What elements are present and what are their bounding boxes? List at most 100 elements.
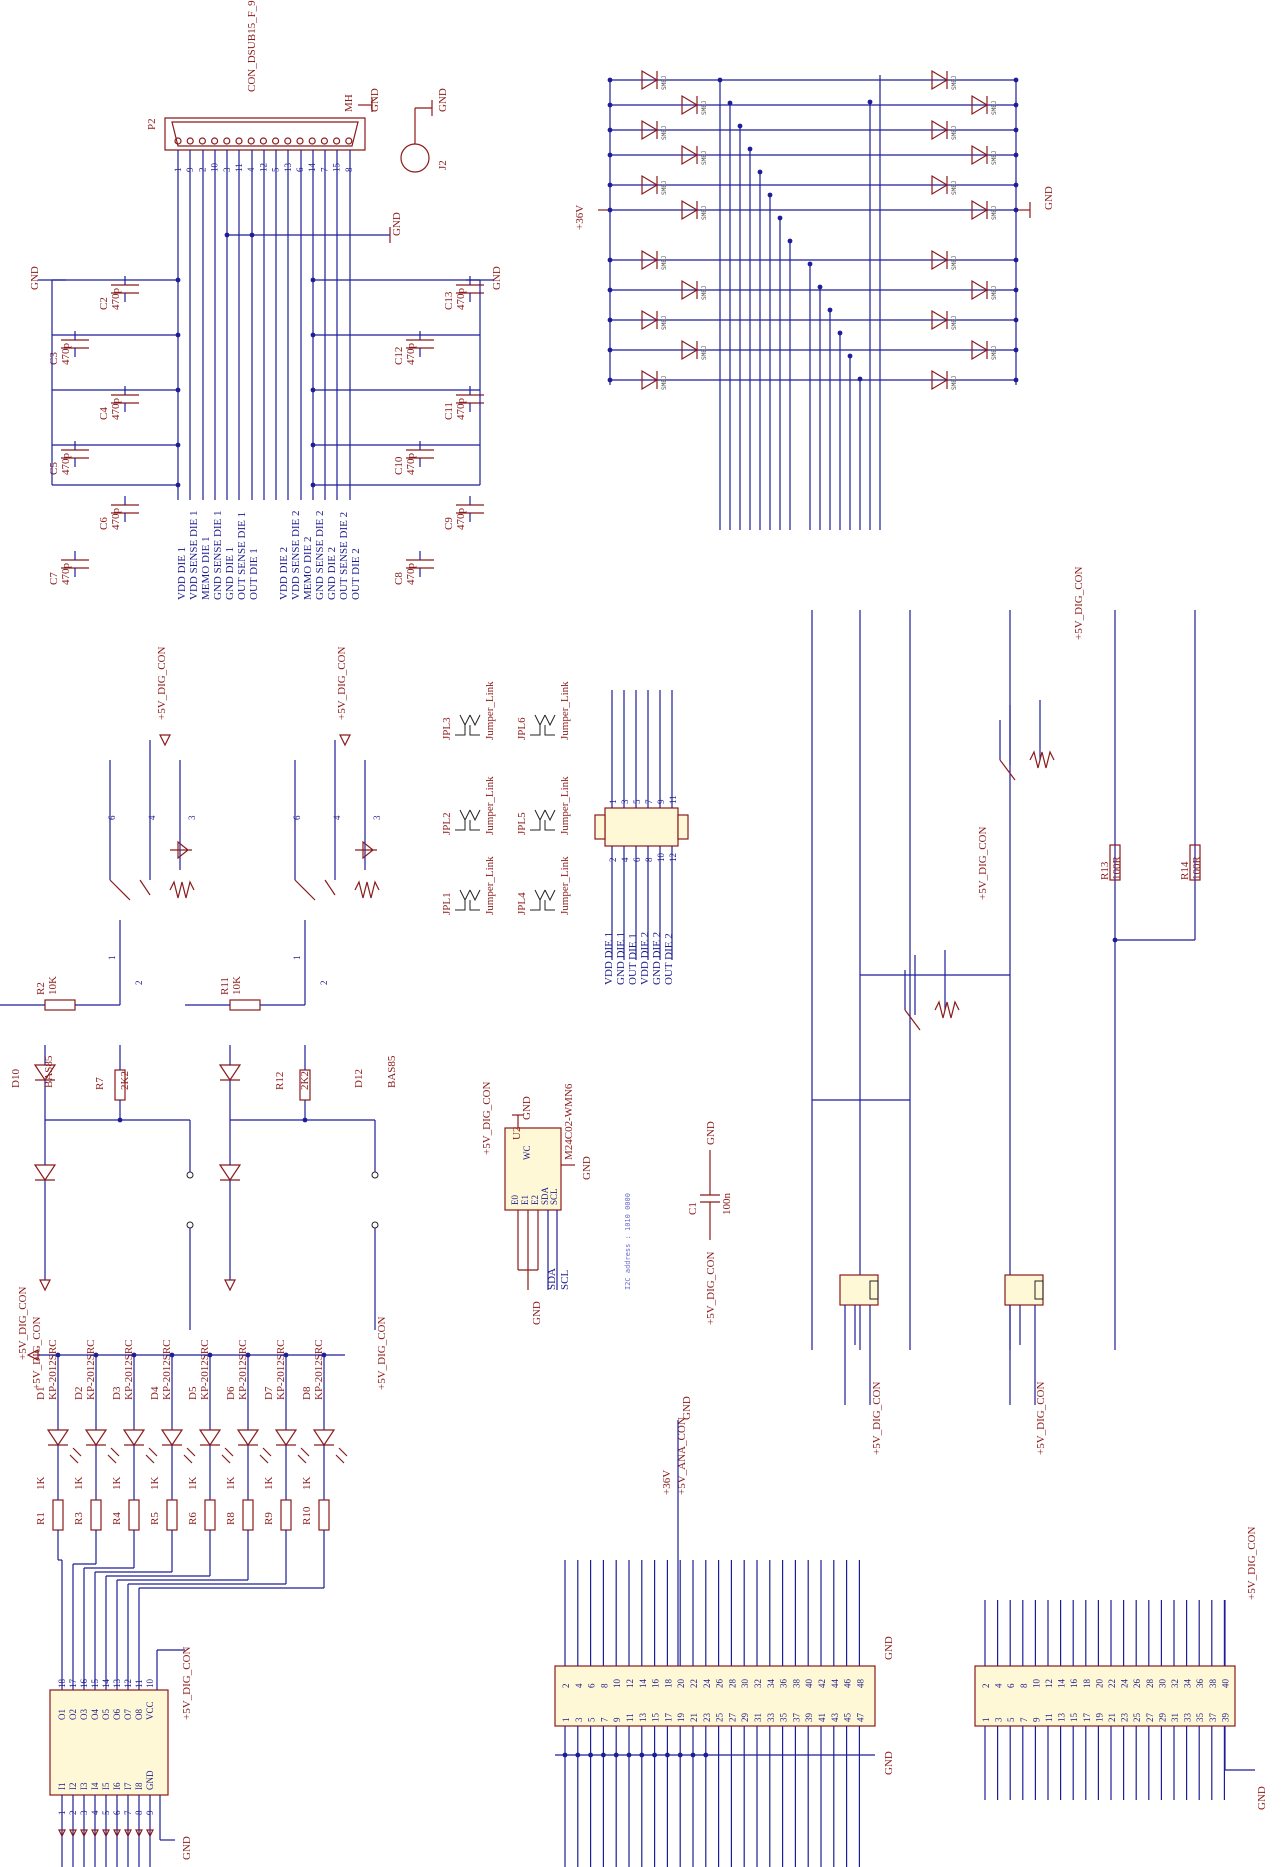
conn48-even-26: 26: [715, 1679, 725, 1689]
conn48-odd-3: 3: [574, 1717, 584, 1722]
header-pin-12: 12: [668, 853, 678, 862]
led-val-D5: KP-2012SRC: [199, 1339, 211, 1400]
input-arrow: [124, 1829, 132, 1838]
diode-label: SMBJ: [991, 286, 998, 300]
diode-label: SMBJ: [701, 286, 708, 300]
u1-outpin-4: 14: [101, 1679, 111, 1689]
junction-dot: [607, 182, 613, 188]
dsub-pin-1: [174, 137, 182, 145]
dsub-connector-block: P2 CON_DSUB15_F_90 MH GND J2 GND: [146, 0, 449, 173]
diode-symbol: [641, 174, 659, 196]
diode-label: SMBJ: [951, 181, 958, 195]
led-symbol: [218, 1164, 242, 1182]
j2-ref: J2: [437, 160, 449, 170]
conn40-supply: +5V_DIG_CON: [1246, 1527, 1258, 1600]
diode-label: SMBJ: [661, 76, 668, 90]
resistor: [1189, 844, 1201, 881]
eeprom-part: M24C02-WMN6: [563, 1083, 575, 1160]
conn48-odd-31: 31: [753, 1713, 763, 1722]
res-val-R10: 1K: [301, 1477, 313, 1491]
res-val-R8: 1K: [225, 1477, 237, 1491]
junction-dot: [1013, 347, 1019, 353]
relay-pin: 6: [107, 815, 117, 820]
diode-symbol: [681, 144, 699, 166]
dsub-pin-14: [308, 137, 316, 145]
conn48-gnd-1: GND: [681, 1396, 693, 1420]
led-symbol: [312, 1429, 336, 1447]
led-ref-D5: D5: [187, 1386, 199, 1400]
header-pin-2: 2: [608, 858, 618, 863]
conn48-even-32: 32: [753, 1679, 763, 1688]
cap-val-C4: 470p: [110, 398, 122, 421]
input-arrow: [80, 1829, 88, 1838]
junction-dot: [310, 482, 316, 488]
u1-out-O1: O1: [57, 1709, 67, 1720]
cap-ref-C2: C2: [98, 297, 110, 310]
u1-outpin-3: 15: [90, 1679, 100, 1689]
eeprom-pin-sda: SDA: [540, 1186, 550, 1205]
res-ref-R5: R5: [149, 1512, 161, 1525]
header-pin-11: 11: [668, 795, 678, 804]
r14-val: 100R: [1191, 856, 1203, 881]
jumper-val-JPL2: Jumper_Link: [484, 776, 496, 835]
header-net-0: VDD DIE 1: [603, 932, 615, 985]
conn40-odd-5: 5: [1006, 1717, 1016, 1722]
conn40-even-38: 38: [1208, 1679, 1218, 1689]
conn48-even-2: 2: [561, 1684, 571, 1689]
jumper-link: [530, 725, 555, 736]
conn48-supply-36v: +36V: [661, 1470, 673, 1495]
jumper-val-JPL6: Jumper_Link: [559, 681, 571, 740]
led-symbol: [33, 1164, 57, 1182]
relay-coil: [354, 880, 380, 899]
cap-val-C3: 470p: [60, 343, 72, 366]
conn40-even-30: 30: [1157, 1679, 1167, 1689]
conn40-even-26: 26: [1132, 1679, 1142, 1689]
conn40-odd-29: 29: [1157, 1713, 1167, 1723]
diode-label: SMBJ: [951, 316, 958, 330]
conn40-even-6: 6: [1006, 1683, 1016, 1688]
resistor: [128, 1499, 140, 1531]
conn48-supply-5v: +5V_ANA_CON: [676, 1417, 688, 1495]
diode-label: SMBJ: [991, 206, 998, 220]
junction-dot: [857, 376, 863, 382]
junction-dot: [665, 1752, 670, 1758]
conn48-odd-23: 23: [702, 1713, 712, 1723]
junction-dot: [1112, 937, 1118, 943]
conn48-odd-27: 27: [727, 1713, 737, 1723]
diode-symbol: [641, 119, 659, 141]
sda-net: SDA: [546, 1268, 558, 1290]
dsub-pin-num-6: 6: [295, 167, 305, 172]
res-val-R9: 1K: [263, 1477, 275, 1491]
die-net-12: OUT SENSE DIE 2: [338, 512, 350, 600]
conn40-even-2: 2: [981, 1684, 991, 1689]
conn40-odd-31: 31: [1170, 1713, 1180, 1722]
input-arrow: [58, 1829, 66, 1838]
u1-body: [49, 1689, 169, 1796]
junction-dot: [807, 261, 813, 267]
dsub-ref: P2: [146, 118, 158, 130]
conn48-even-16: 16: [651, 1679, 661, 1689]
conn48-even-34: 34: [766, 1679, 776, 1689]
eeprom-pin-wc: WC: [522, 1146, 532, 1161]
cap-ref-C8: C8: [393, 572, 405, 585]
header-pin-8: 8: [644, 857, 654, 862]
dsub-gnd-1: GND: [391, 212, 403, 236]
dsub-pin-5: [272, 137, 280, 145]
conn48-even-4: 4: [574, 1683, 584, 1688]
dsub-pin-7: [320, 137, 328, 145]
dsub-mh: MH: [343, 94, 355, 112]
conn40-odd-27: 27: [1145, 1713, 1155, 1723]
conn48-even-30: 30: [740, 1679, 750, 1689]
u1-in-I8: I8: [134, 1782, 144, 1790]
conn48-odd-17: 17: [663, 1713, 673, 1723]
i2c-address-note: I2C address : 1010 0000: [624, 1193, 632, 1290]
conn40-odd-13: 13: [1057, 1713, 1067, 1723]
jumper-ref-JPL4: JPL4: [516, 892, 528, 915]
conn40-odd-33: 33: [1183, 1713, 1193, 1723]
junction-dot: [827, 307, 833, 313]
conn40-even-10: 10: [1031, 1679, 1041, 1689]
right-relay-supply: +5V_DIG_CON: [1073, 567, 1085, 640]
